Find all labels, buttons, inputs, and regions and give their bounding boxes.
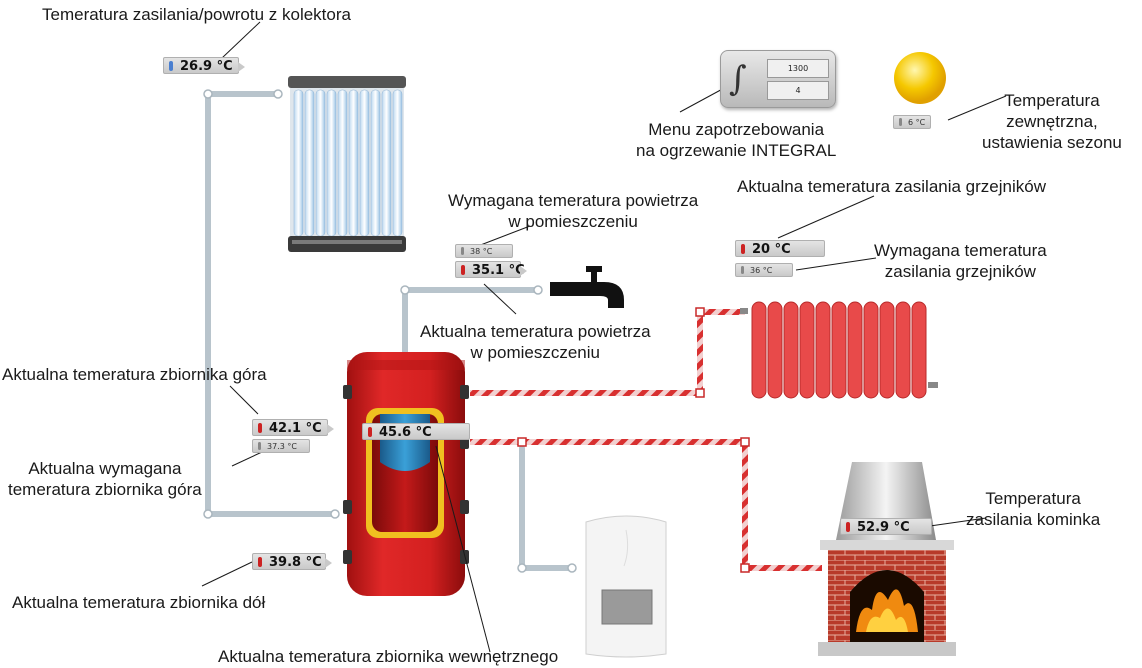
storage-tank-icon bbox=[343, 352, 469, 596]
radiator-required-temperature-label: Wymagana temeratura zasilania grzejników bbox=[874, 241, 1047, 281]
thermometer-icon bbox=[258, 442, 261, 450]
integral-value-bottom: 4 bbox=[767, 81, 829, 100]
thermometer-icon bbox=[741, 266, 744, 274]
tank-top-required-value: 37.3 °C bbox=[267, 442, 297, 451]
room-actual-temperature-value: 35.1 °C bbox=[472, 263, 525, 278]
thermometer-icon bbox=[741, 244, 745, 254]
thermometer-icon bbox=[461, 265, 465, 275]
sun-icon bbox=[894, 52, 946, 104]
fireplace-temperature-badge: 52.9 °C bbox=[840, 518, 932, 535]
thermometer-icon bbox=[368, 427, 372, 437]
collector-temperature-badge: 26.9 °C bbox=[163, 57, 245, 74]
fireplace-temperature-value: 52.9 °C bbox=[857, 520, 910, 535]
tank-bottom-value: 39.8 °C bbox=[269, 555, 322, 570]
fireplace-temperature-label: Temperatura zasilania kominka bbox=[966, 489, 1101, 529]
integral-menu-button[interactable]: ∫ 1300 4 bbox=[720, 50, 836, 108]
room-actual-temperature-badge: 35.1 °C bbox=[455, 261, 527, 278]
boiler-icon bbox=[585, 515, 667, 658]
room-required-temperature-badge: 38 °C bbox=[455, 244, 513, 258]
radiator-actual-temperature-label: Aktualna temeratura zasilania grzejników bbox=[737, 177, 1046, 196]
tank-top-required-label: Aktualna wymagana temeratura zbiornika g… bbox=[8, 459, 202, 499]
radiator-required-temperature-badge: 36 °C bbox=[735, 263, 793, 277]
integral-value-top: 1300 bbox=[767, 59, 829, 78]
outdoor-temperature-label: Temperatura zewnętrzna, ustawienia sezon… bbox=[982, 91, 1122, 152]
tank-bottom-label: Aktualna temeratura zbiornika dół bbox=[12, 593, 266, 612]
thermometer-icon bbox=[169, 61, 173, 71]
tank-inner-badge: 45.6 °C bbox=[362, 423, 470, 440]
radiator-icon bbox=[740, 301, 938, 399]
room-actual-temperature-label: Aktualna temeratura powietrza w pomieszc… bbox=[420, 322, 651, 362]
thermometer-icon bbox=[258, 423, 262, 433]
thermometer-icon bbox=[461, 247, 464, 255]
water-tap-icon bbox=[550, 266, 624, 308]
tank-inner-value: 45.6 °C bbox=[379, 425, 432, 440]
integral-menu-label: Menu zapotrzebowania na ogrzewanie INTEG… bbox=[636, 120, 837, 160]
tank-bottom-badge: 39.8 °C bbox=[252, 553, 332, 570]
collector-temperature-value: 26.9 °C bbox=[180, 59, 233, 74]
tank-top-required-badge: 37.3 °C bbox=[252, 439, 310, 453]
tank-top-actual-label: Aktualna temeratura zbiornika góra bbox=[2, 365, 267, 384]
leader-lines bbox=[201, 21, 1007, 653]
collector-temperature-label: Temeratura zasilania/powrotu z kolektora bbox=[42, 5, 351, 24]
tank-top-actual-badge: 42.1 °C bbox=[252, 419, 334, 436]
hot-pipe-joints bbox=[517, 307, 750, 573]
tank-inner-label: Aktualna temeratura zbiornika wewnętrzne… bbox=[218, 647, 559, 666]
solar-collector-icon bbox=[288, 76, 406, 252]
outdoor-temperature-badge: 6 °C bbox=[893, 115, 932, 129]
radiator-actual-temperature-badge: 20 °C bbox=[735, 240, 825, 257]
radiator-actual-temperature-value: 20 °C bbox=[752, 242, 791, 257]
tank-top-actual-value: 42.1 °C bbox=[269, 421, 322, 436]
hot-pipes bbox=[470, 309, 822, 571]
radiator-required-temperature-value: 36 °C bbox=[750, 266, 773, 275]
outdoor-temperature-value: 6 °C bbox=[908, 118, 926, 127]
room-required-temperature-value: 38 °C bbox=[470, 247, 493, 256]
pipe-joints bbox=[203, 89, 577, 573]
integral-symbol: ∫ bbox=[729, 59, 747, 99]
room-required-temperature-label: Wymagana temeratura powietrza w pomieszc… bbox=[448, 191, 699, 231]
fireplace-icon bbox=[818, 462, 956, 656]
thermometer-icon bbox=[899, 118, 902, 126]
thermometer-icon bbox=[258, 557, 262, 567]
thermometer-icon bbox=[846, 522, 850, 532]
